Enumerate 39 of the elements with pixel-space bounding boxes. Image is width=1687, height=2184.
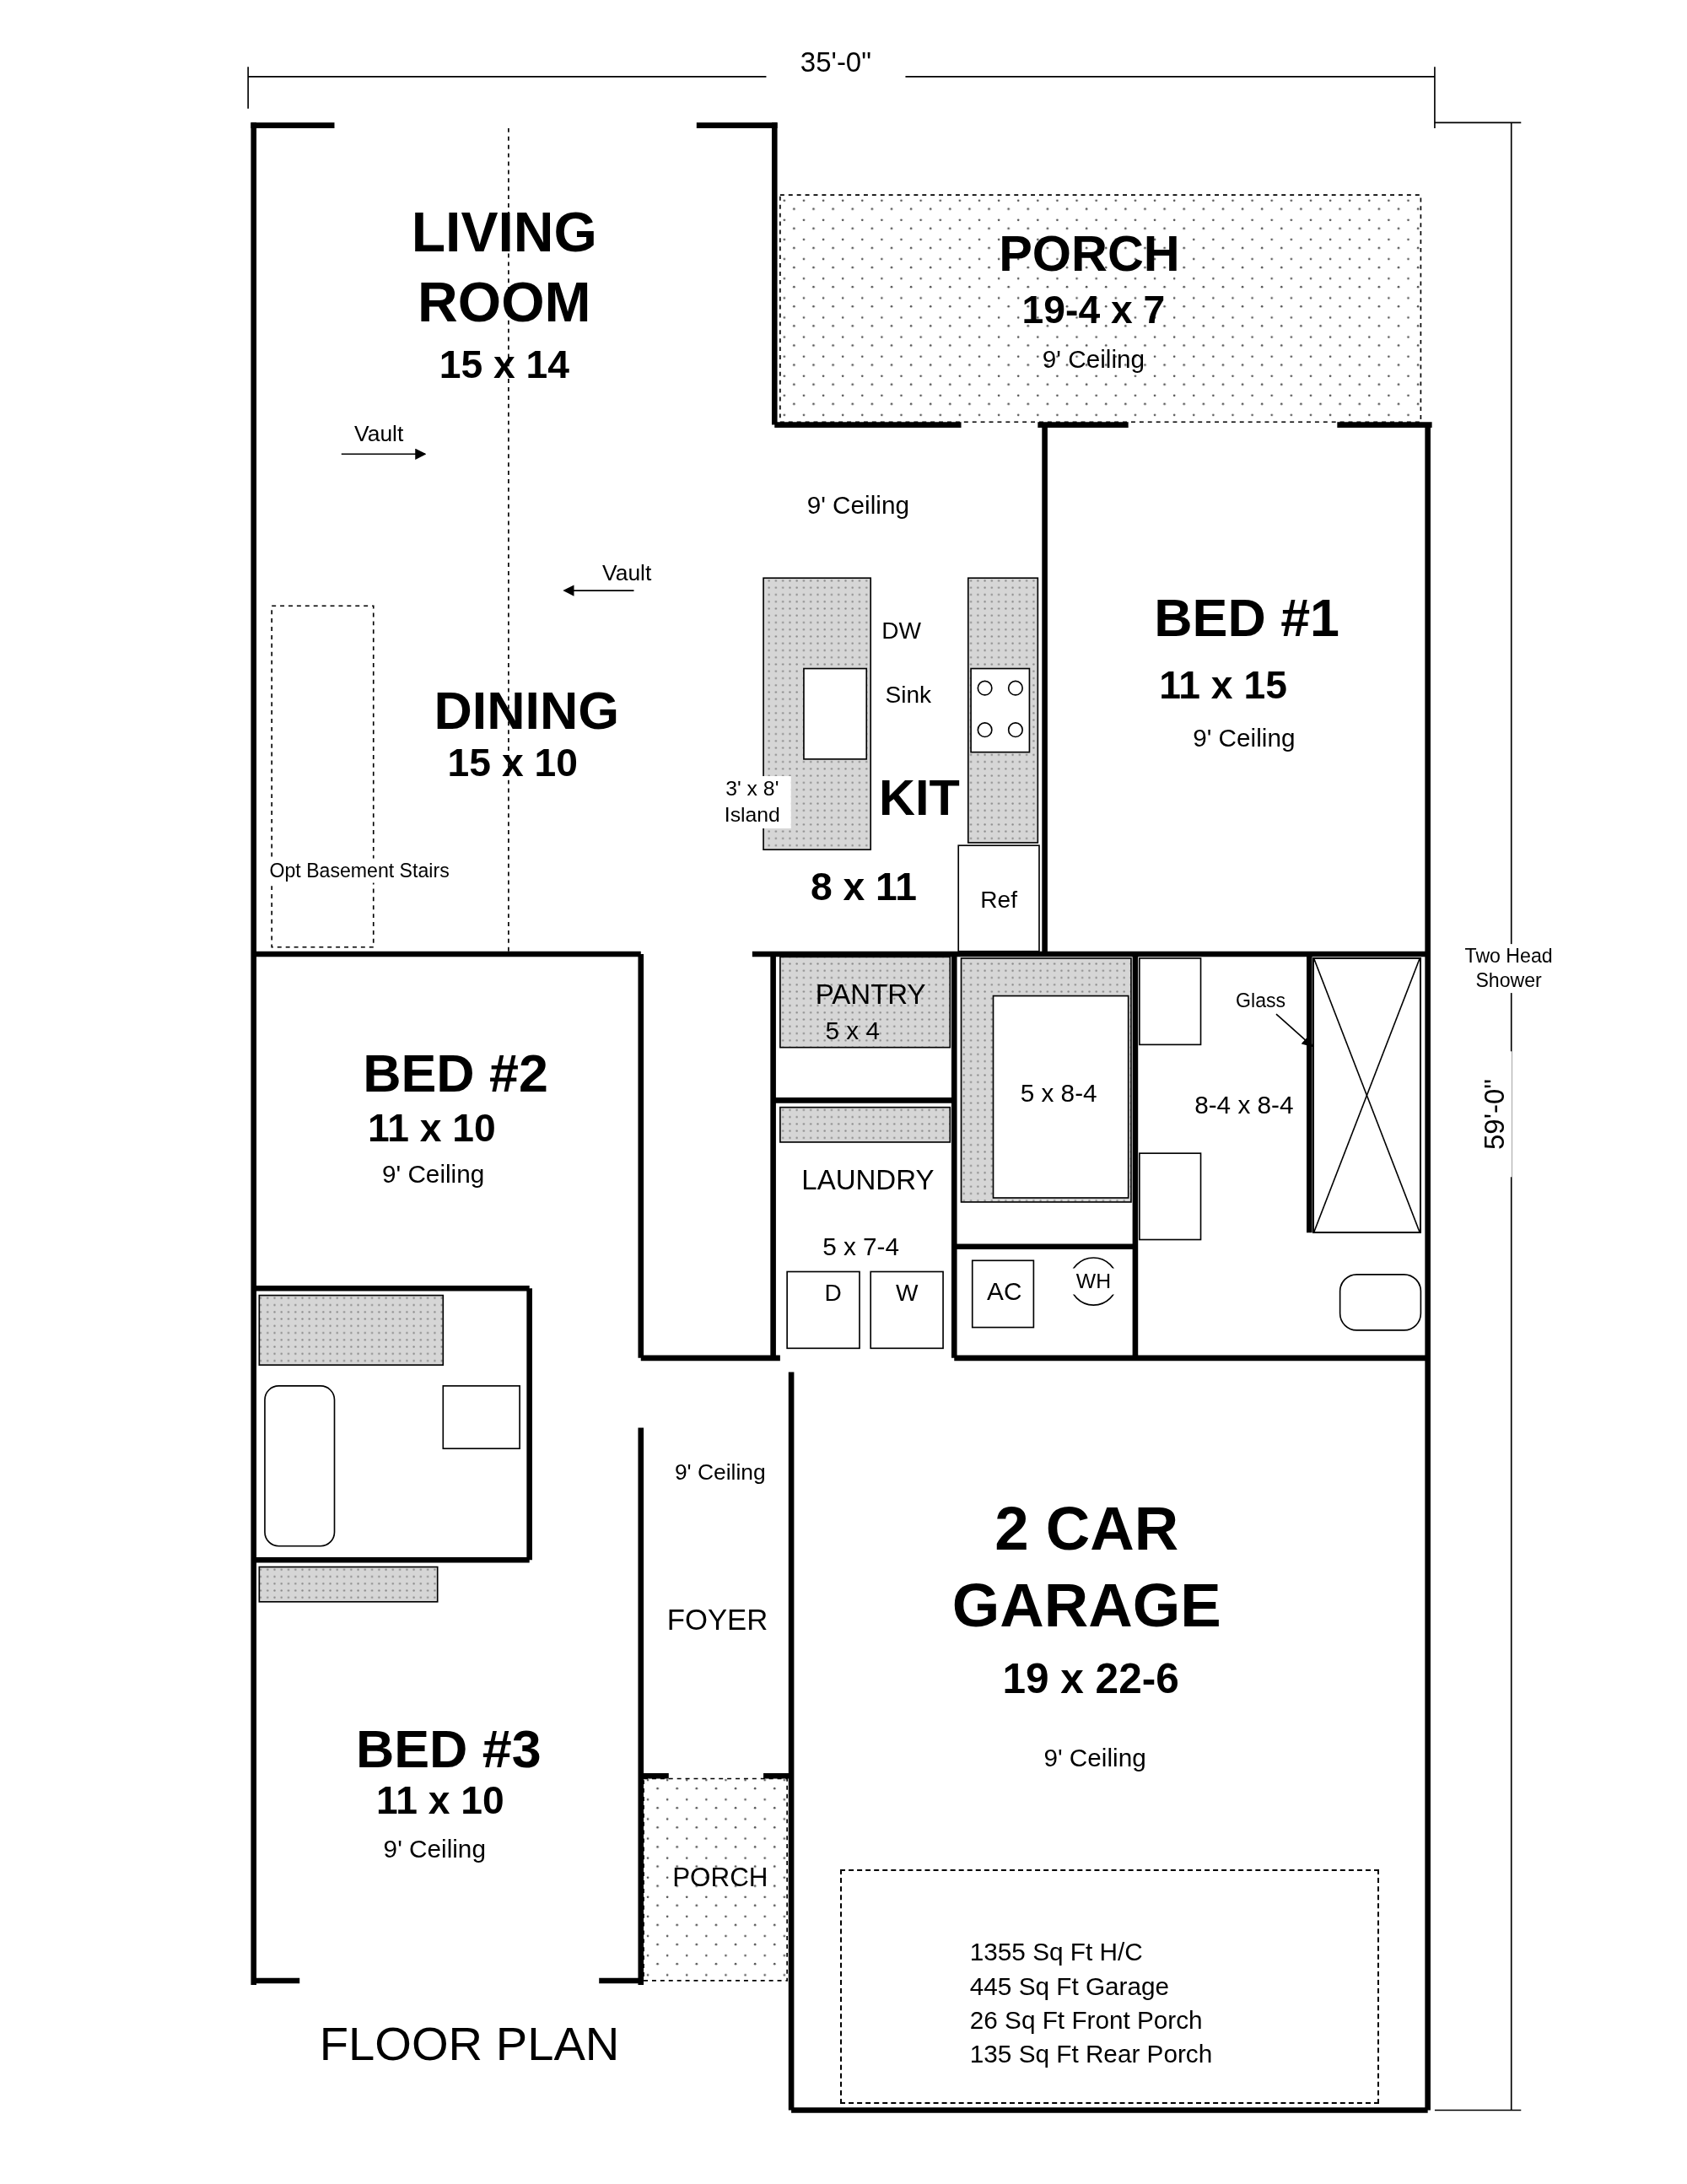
room-name: 11 x 15 (1158, 661, 1288, 709)
room-name: 8 x 11 (809, 864, 918, 911)
room-name: 11 x 10 (375, 1777, 505, 1825)
room-name: 2 CAR GARAGE (951, 1493, 1222, 1641)
room-name: BED #1 (1153, 586, 1340, 649)
plan-label: WH (1068, 1268, 1119, 1295)
room-name: KIT (878, 768, 961, 828)
room-note: 9' Ceiling (1192, 723, 1296, 754)
room-note: 9' Ceiling (806, 490, 910, 521)
area-note: 1355 Sq Ft H/C (969, 1937, 1144, 1968)
room-name: BED #3 (354, 1718, 542, 1780)
area-note: 445 Sq Ft Garage (969, 1971, 1171, 2003)
callout-text: Glass (1235, 988, 1287, 1013)
shower-stall (1312, 957, 1421, 1233)
room-note: 9' Ceiling (380, 1159, 486, 1190)
room-name: PORCH (998, 224, 1181, 283)
room-note: LAUNDRY (800, 1163, 935, 1198)
room-name: 15 x 14 (438, 341, 570, 388)
room-note: 8-4 x 8-4 (1194, 1090, 1295, 1121)
room-name: 15 x 10 (446, 740, 579, 787)
room-note: 5 x 8-4 (1019, 1078, 1098, 1109)
room-name: 19-4 x 7 (1021, 287, 1167, 334)
room-note: 9' Ceiling (1043, 1743, 1147, 1774)
area-note: 135 Sq Ft Rear Porch (969, 2039, 1214, 2070)
room-note: 5 x 4 (824, 1016, 881, 1047)
room-note: PANTRY (814, 978, 927, 1012)
room-name: DINING (433, 680, 621, 742)
room-name: 19 x 22-6 (1001, 1654, 1180, 1704)
room-note: 5 x 7-4 (822, 1232, 901, 1263)
area-note: 26 Sq Ft Front Porch (969, 2005, 1204, 2036)
room-note: PORCH (671, 1862, 769, 1895)
room-note: 9' Ceiling (1041, 344, 1146, 375)
room-note: 9' Ceiling (382, 1834, 487, 1864)
room-name: BED #2 (362, 1042, 549, 1104)
room-name: 11 x 10 (367, 1104, 497, 1151)
room-note: 9' Ceiling (673, 1459, 767, 1487)
plan-title: FLOOR PLAN (318, 2015, 621, 2072)
room-note: FOYER (666, 1603, 769, 1637)
room-name: LIVING ROOM (410, 200, 598, 336)
